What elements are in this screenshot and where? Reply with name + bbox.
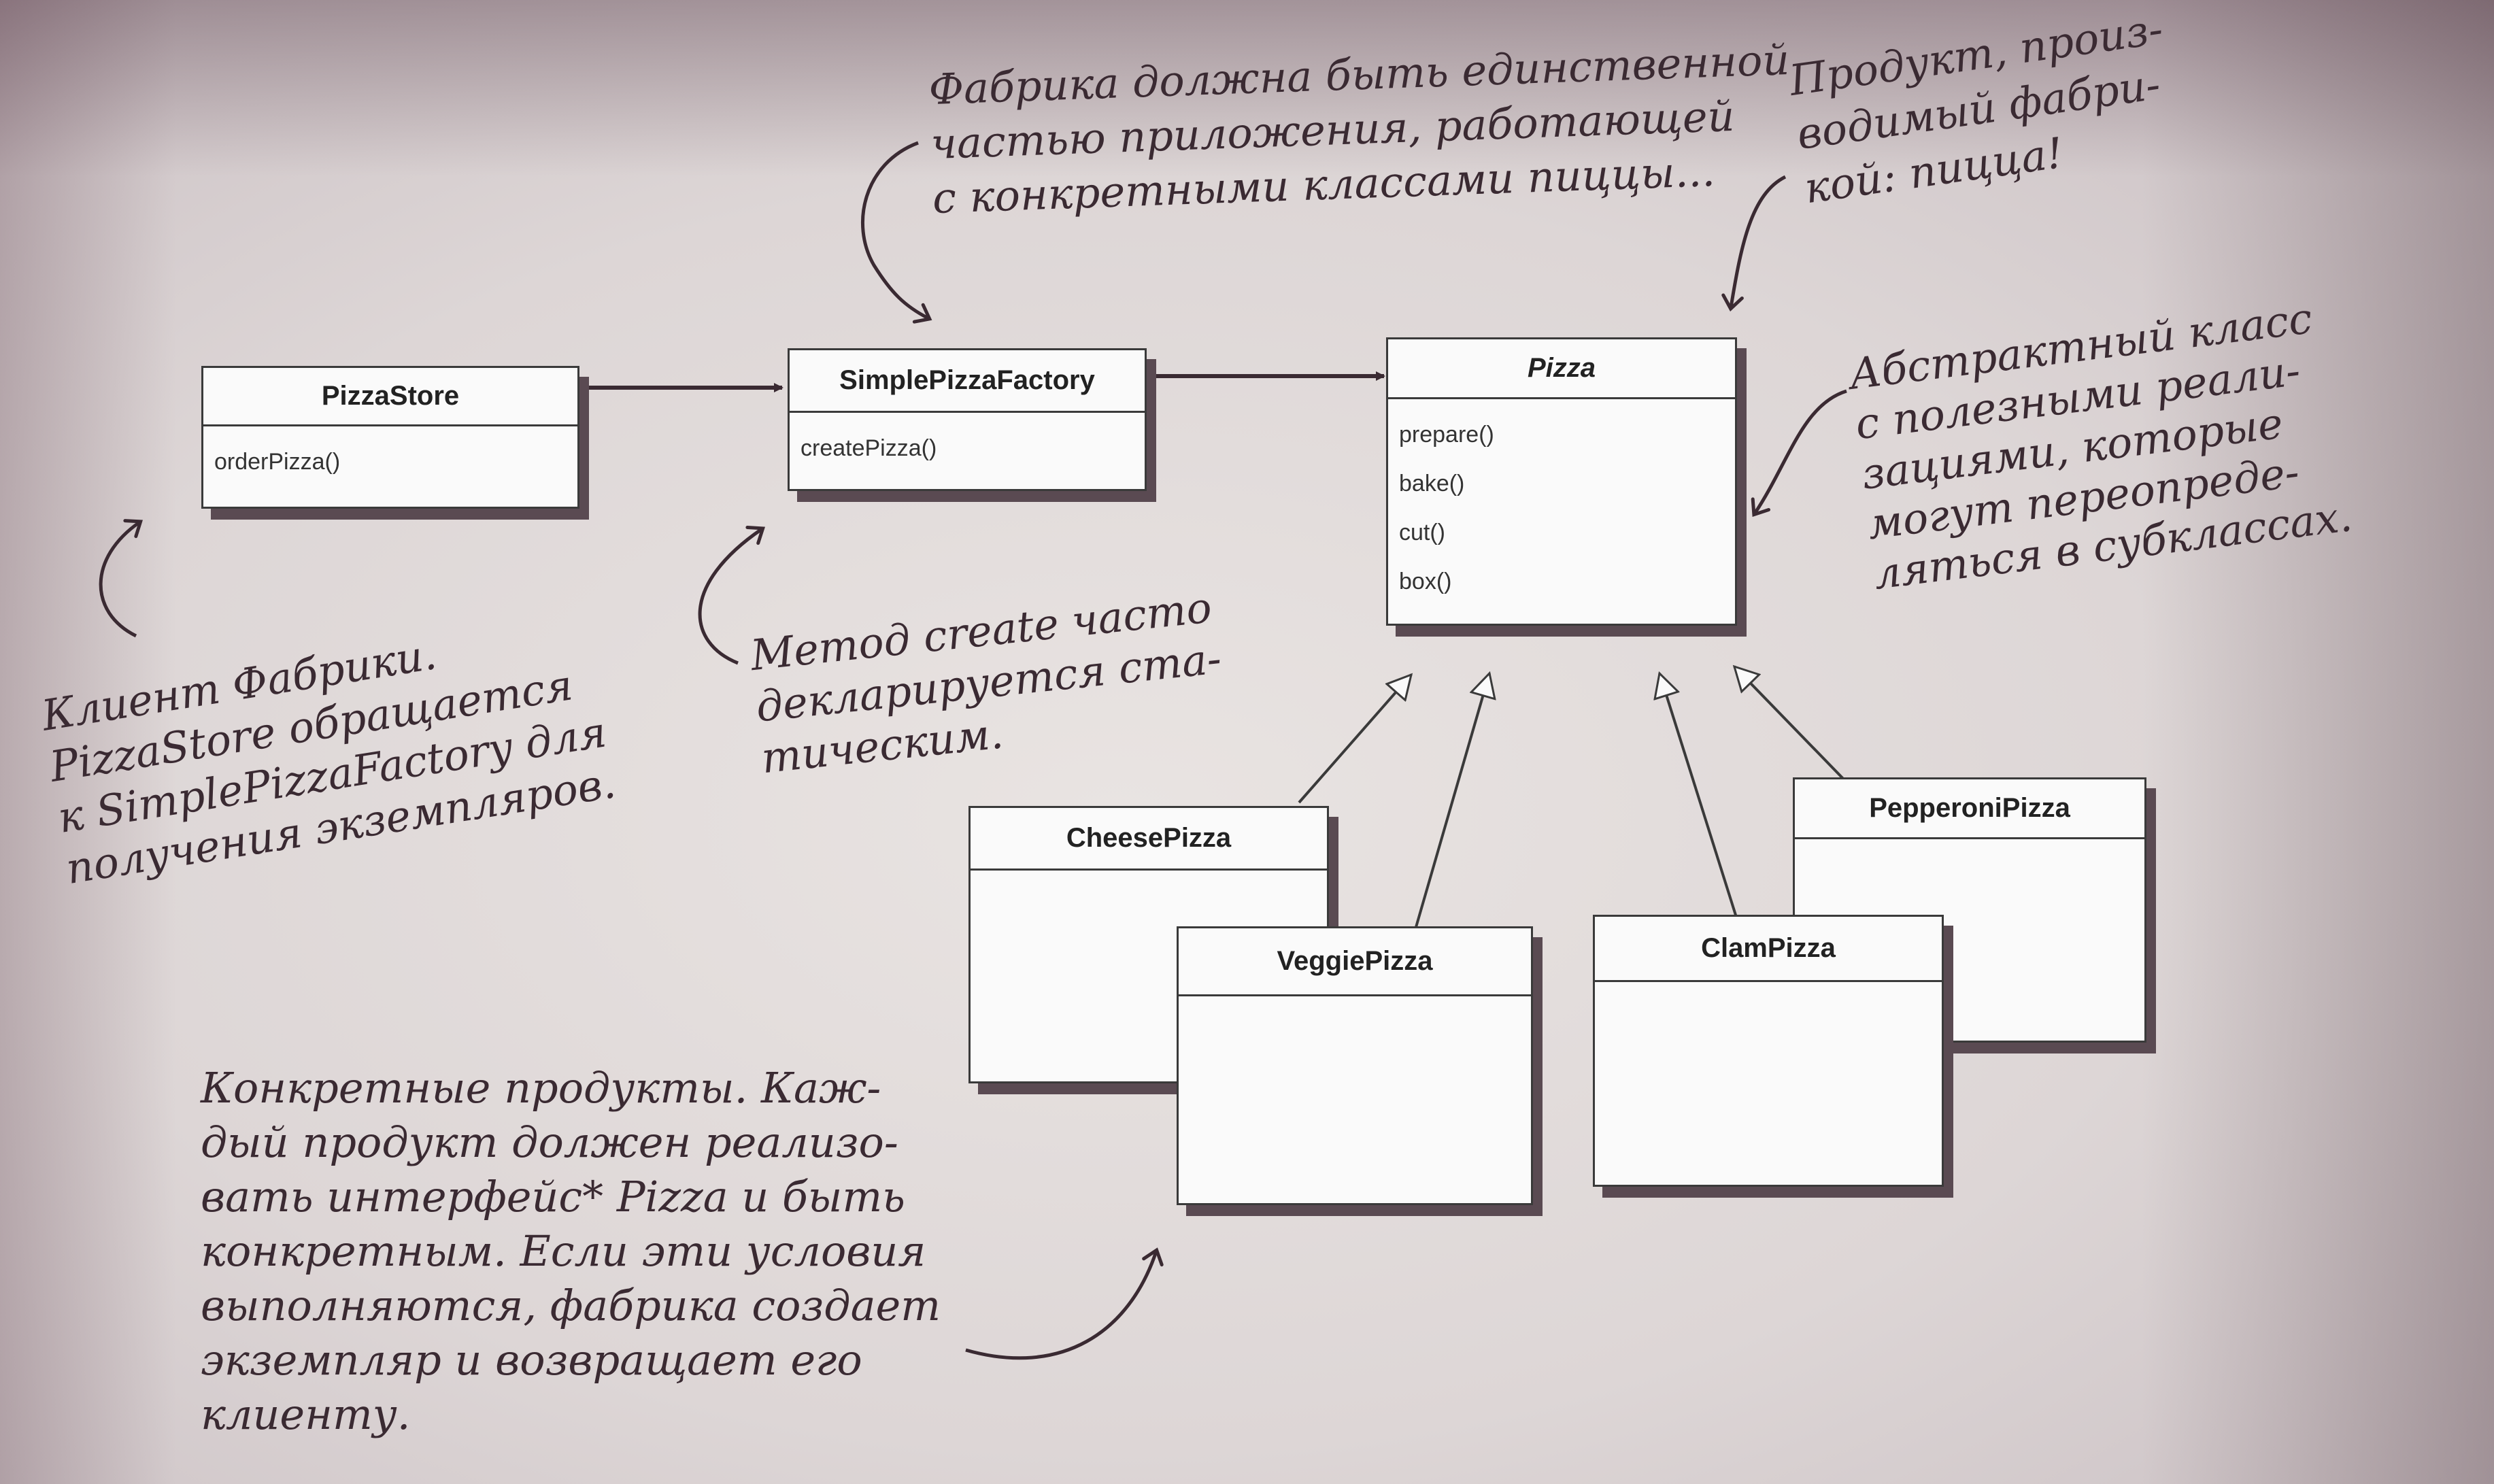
method-prepare: prepare() <box>1399 422 1494 448</box>
note-concrete-line-2: дый продукт должен реализо- <box>201 1117 898 1167</box>
method-cut: cut() <box>1399 520 1445 545</box>
inherit-pepperoni <box>1734 667 1848 783</box>
note-concrete-line-3: вать интерфейс* Pizza и быть <box>201 1172 905 1221</box>
page-shadow-right <box>2140 0 2494 1484</box>
class-simplepizzafactory: SimplePizzaFactory createPizza() <box>788 348 1147 491</box>
pen-arrow-client-note <box>99 519 143 638</box>
class-pizza: Pizza prepare() bake() cut() box() <box>1386 337 1737 626</box>
class-veggie-name: VeggiePizza <box>1179 928 1531 996</box>
note-concrete-line-6: экземпляр и возвращает его <box>201 1335 862 1385</box>
pen-arrow-product-note <box>1721 175 1787 311</box>
note-concrete-line-4: конкретным. Если эти условия <box>201 1226 926 1276</box>
class-cheese-name: CheesePizza <box>971 808 1327 871</box>
method-createpizza: createPizza() <box>801 435 937 461</box>
class-veggiepizza: VeggiePizza <box>1177 926 1533 1205</box>
pen-arrow-create-note <box>698 525 766 665</box>
note-concrete-line-5: выполняются, фабрика создает <box>201 1281 941 1330</box>
class-pizzastore-methods: orderPizza() <box>203 426 577 497</box>
inherit-cheese <box>1298 675 1411 804</box>
pen-arrow-abstract-note <box>1751 389 1847 518</box>
note-concrete: Конкретные продукты. Каж- дый продукт до… <box>201 1061 941 1442</box>
page-shadow-left <box>0 0 177 1484</box>
method-bake: bake() <box>1399 471 1465 496</box>
class-pepperoni-name: PepperoniPizza <box>1795 779 2144 839</box>
note-concrete-line-1: Конкретные продукты. Каж- <box>201 1063 881 1113</box>
method-orderpizza: orderPizza() <box>214 449 341 475</box>
pen-arrow-factory-note <box>860 141 932 324</box>
note-concrete-line-7: клиенту. <box>201 1389 411 1439</box>
class-pizzastore-name: PizzaStore <box>203 368 577 426</box>
pen-arrow-concrete-note <box>965 1247 1164 1360</box>
class-clampizza: ClamPizza <box>1593 915 1944 1187</box>
class-factory-name: SimplePizzaFactory <box>790 350 1145 413</box>
class-clam-name: ClamPizza <box>1595 917 1942 982</box>
class-pizza-name: Pizza <box>1388 339 1735 399</box>
class-factory-methods: createPizza() <box>790 413 1145 484</box>
note-factory: Фабрика должна быть единственной частью … <box>928 33 1794 226</box>
class-pizzastore: PizzaStore orderPizza() <box>201 366 579 509</box>
inherit-clam <box>1659 673 1739 922</box>
inherit-veggie <box>1413 673 1489 932</box>
page-shadow-top <box>0 0 2494 177</box>
class-pizza-methods: prepare() bake() cut() box() <box>1388 399 1735 617</box>
method-box: box() <box>1399 569 1452 594</box>
